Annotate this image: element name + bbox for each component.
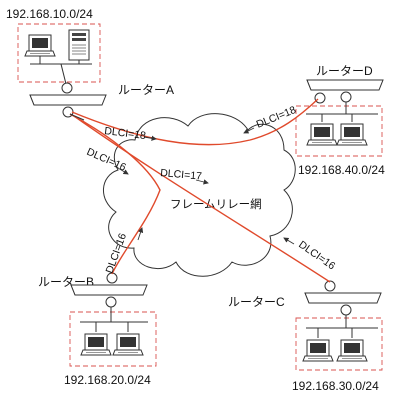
router-d-pc-2 [336, 123, 368, 146]
router-c-wan-port [324, 280, 336, 292]
router-b-lan-boundary [69, 311, 157, 367]
dlci-c-to-a-arrow [283, 237, 295, 245]
pvc-a-b [69, 113, 161, 275]
dlci-b-to-a-arrow [137, 227, 144, 241]
router-c-lan [302, 315, 378, 362]
pvc-a-d [71, 98, 319, 146]
router-a-server [68, 29, 90, 61]
pvc-links [69, 98, 331, 283]
router-d-label: ルーターD [316, 64, 373, 78]
router-a-label: ルーターA [118, 83, 174, 97]
router-b [70, 284, 148, 296]
dlci-a-to-c-label: DLCI=17 [160, 167, 203, 183]
router-d [306, 79, 384, 91]
router-d-wan-port [314, 92, 326, 104]
dlci-b-to-a-label: DLCI=16 [104, 232, 130, 275]
router-c-lan-boundary [295, 317, 383, 371]
dlci-a-to-c-arrow [195, 179, 209, 185]
dlci-c-to-a-label: DLCI=16 [296, 239, 337, 273]
router-b-lan [80, 307, 148, 356]
dlci-a-to-b-arrow [117, 167, 129, 175]
cloud-label: フレームリレー網 [170, 197, 262, 211]
router-d-lan-port [340, 91, 352, 103]
pvc-a-d-shadow [69, 113, 85, 121]
router-a-lan [24, 29, 92, 89]
router-a-subnet: 192.168.10.0/24 [6, 7, 93, 21]
dlci-a-to-d-label: DLCI=18 [104, 125, 147, 142]
router-c-lan-port [340, 304, 352, 316]
router-c-pc-2 [336, 339, 368, 362]
router-d-lan-boundary [295, 105, 383, 157]
router-b-pc-1 [80, 333, 112, 356]
router-a [29, 94, 107, 106]
dlci-d-to-a-label: DLCI=18 [255, 104, 298, 131]
router-c [304, 292, 382, 304]
router-c-pc-1 [302, 339, 334, 362]
router-d-pc-1 [306, 123, 338, 146]
frame-relay-cloud [103, 113, 296, 277]
router-b-lan-port [105, 296, 117, 308]
router-b-subnet: 192.168.20.0/24 [64, 373, 151, 387]
dlci-a-to-d-arrow [143, 135, 157, 141]
router-b-pc-2 [112, 333, 144, 356]
router-a-pc [24, 34, 56, 57]
router-c-subnet: 192.168.30.0/24 [292, 379, 379, 393]
router-a-lan-port [61, 82, 73, 94]
router-d-lan [306, 102, 378, 146]
router-a-lan-boundary [17, 23, 101, 83]
router-d-subnet: 192.168.40.0/24 [298, 163, 385, 177]
pvc-a-c [73, 115, 331, 283]
dlci-d-to-a-arrow [243, 127, 255, 134]
router-c-label: ルーターC [228, 295, 285, 309]
